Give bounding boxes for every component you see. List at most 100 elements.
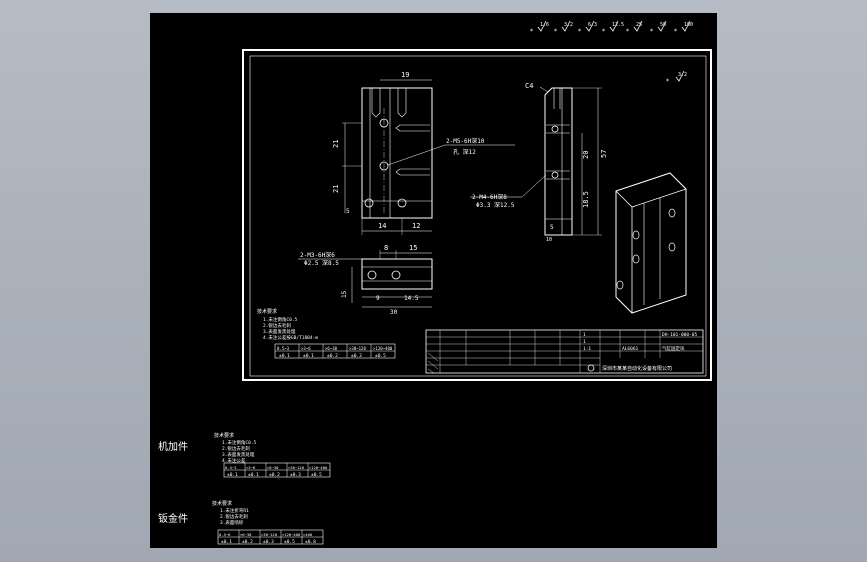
isometric-view [615, 172, 687, 314]
dimension-text: 19 [401, 71, 409, 79]
table-cell: >30~120 [349, 346, 366, 351]
dimension-text: 57 [600, 150, 608, 158]
roughness-symbol: 50 ⁎ [650, 20, 667, 33]
table-cell: 0.5~3 [225, 465, 236, 470]
roughness-symbol: 25 ⁎ [626, 20, 643, 33]
notes-heading: 技术要求 [257, 308, 277, 315]
table-cell: >400 [303, 532, 313, 537]
dimension-text: 30 [390, 309, 398, 316]
note-line: 4.未注公差 [222, 457, 246, 464]
table-cell: >120~400 [309, 465, 328, 470]
table-cell: ±0.1 [227, 472, 238, 478]
company-name: 深圳市某某自动化设备有限公司 [602, 365, 672, 372]
hole-callout: 2-M3-6H深6 [300, 251, 335, 259]
scale-value: 1:1 [583, 346, 591, 352]
qty-value: 1 [583, 332, 586, 338]
table-cell: ±0.3 [290, 472, 301, 478]
bullet-mark: ⁎ [626, 26, 629, 33]
projection-symbol [587, 364, 595, 372]
hole-callout: Φ2.5 深8.5 [304, 259, 339, 267]
drawing-border-inner [249, 55, 707, 377]
dimension-text: 9 [376, 295, 380, 302]
table-cell: >120~400 [373, 346, 393, 351]
table-cell: 0.5~6 [219, 532, 231, 537]
front-view: 19 21 21 5 14 12 2-M5-6H深10 孔 深12 [332, 71, 515, 235]
table-cell: >6~30 [325, 346, 338, 351]
note-line: 3.表面发黑处理 [263, 328, 296, 335]
lower-section-machined: 机加件 技术要求 1.未注倒角C0.5 2.锐边去毛刺 3.表面发黑处理 4.未… [158, 432, 331, 478]
drawing-border-outer [242, 49, 712, 381]
part-name: 气缸固定块 [662, 345, 685, 352]
dimension-text: 14 [378, 222, 386, 230]
roughness-value: 100 [684, 22, 693, 28]
bullet-mark: ⁎ [650, 26, 653, 33]
dimension-text: 8 [384, 244, 388, 252]
dimension-text: 12 [412, 222, 420, 230]
roughness-symbol: 3.2 ⁎ [554, 20, 573, 33]
dimension-text: 15 [409, 244, 417, 252]
table-cell: ±0.1 [279, 353, 290, 359]
table-cell: >30~120 [288, 465, 305, 470]
roughness-value: 6.3 [588, 22, 597, 28]
dimension-text: 21 [332, 140, 340, 148]
roughness-symbol: 12.5 ⁎ [602, 20, 624, 33]
roughness-value: 3.2 [678, 72, 687, 78]
roughness-value: 1.6 [540, 22, 549, 28]
roughness-symbol-row: 1.6 ⁎ 3.2 ⁎ 6.3 ⁎ 12.5 ⁎ 25 ⁎ 50 ⁎ [530, 20, 693, 33]
dimension-text: 18.5 [582, 191, 590, 208]
roughness-symbol: 6.3 ⁎ [578, 20, 597, 33]
sheet-value: 1 [583, 339, 586, 345]
side-view: C4 57 20 18.5 5 10 2-M4-6H深8 Φ3.3 深12.5 [470, 82, 608, 243]
table-cell: ±0.5 [311, 472, 322, 478]
note-line: 1.未注倒角C0.5 [222, 439, 257, 446]
table-cell: ±0.8 [305, 539, 316, 545]
material-value: AL6061 [622, 346, 639, 352]
dimension-text: C4 [525, 82, 533, 90]
lower-section-sheetmetal: 钣金件 技术要求 1.未注折弯R1 2.锐边去毛刺 3.表面喷砂 0.5~6 >… [158, 500, 324, 545]
table-cell: ±0.1 [303, 353, 314, 359]
roughness-value: 50 [660, 22, 666, 28]
dimension-text: 5 [346, 208, 350, 215]
table-cell: ±0.2 [327, 353, 338, 359]
roughness-symbol: 100 ⁎ [674, 20, 693, 33]
bullet-mark: ⁎ [602, 26, 605, 33]
hole-callout: Φ3.3 深12.5 [476, 201, 515, 209]
table-cell: >30~120 [261, 532, 278, 537]
bullet-mark: ⁎ [674, 26, 677, 33]
bottom-view: 8 15 15 9 14.5 30 2-M3-6H深6 Φ2.5 深8.5 [298, 244, 433, 316]
hole-callout: 2-M4-6H深8 [472, 193, 507, 201]
table-cell: 0.5~3 [277, 346, 290, 351]
dimension-text: 10 [546, 237, 552, 243]
note-line: 2.锐边去毛刺 [222, 445, 250, 452]
note-line: 4.未注公差按GB/T1804-m [263, 334, 318, 341]
note-line: 1.未注倒角C0.5 [263, 316, 298, 323]
table-cell: ±0.2 [242, 539, 253, 545]
drawing-code: DH-101-000-05 [662, 332, 698, 338]
table-cell: >6~30 [240, 532, 252, 537]
bullet-mark: ⁎ [578, 26, 581, 33]
dimension-text: 15 [341, 290, 348, 298]
dimension-text: 14.5 [404, 295, 419, 302]
corner-roughness: 3.2 ⁎ [666, 70, 687, 83]
table-cell: ±0.5 [284, 539, 295, 545]
section-label: 钣金件 [158, 512, 188, 525]
roughness-value: 3.2 [564, 22, 573, 28]
roughness-symbol: 1.6 ⁎ [530, 20, 549, 33]
table-cell: >6~30 [267, 465, 279, 470]
table-cell: ±0.3 [351, 353, 362, 359]
note-line: 3.表面发黑处理 [222, 451, 255, 458]
table-cell: ±0.2 [269, 472, 280, 478]
cad-drawing-canvas[interactable]: 1.6 ⁎ 3.2 ⁎ 6.3 ⁎ 12.5 ⁎ 25 ⁎ 50 ⁎ [150, 13, 717, 548]
roughness-value: 25 [636, 22, 642, 28]
hole-callout: 2-M5-6H深10 [446, 137, 485, 145]
section-label: 机加件 [158, 440, 188, 453]
dimension-text: 20 [582, 151, 590, 159]
tolerance-table: 0.5~3 >3~6 >6~30 >30~120 >120~400 ±0.1 ±… [274, 343, 396, 359]
note-line: 1.未注折弯R1 [220, 507, 249, 514]
roughness-value: 12.5 [612, 22, 624, 28]
note-line: 2.锐边去毛刺 [220, 513, 248, 520]
table-cell: ±0.1 [248, 472, 259, 478]
table-cell: >120~400 [282, 532, 301, 537]
table-cell: ±0.3 [263, 539, 274, 545]
notes-heading: 技术要求 [214, 432, 234, 439]
